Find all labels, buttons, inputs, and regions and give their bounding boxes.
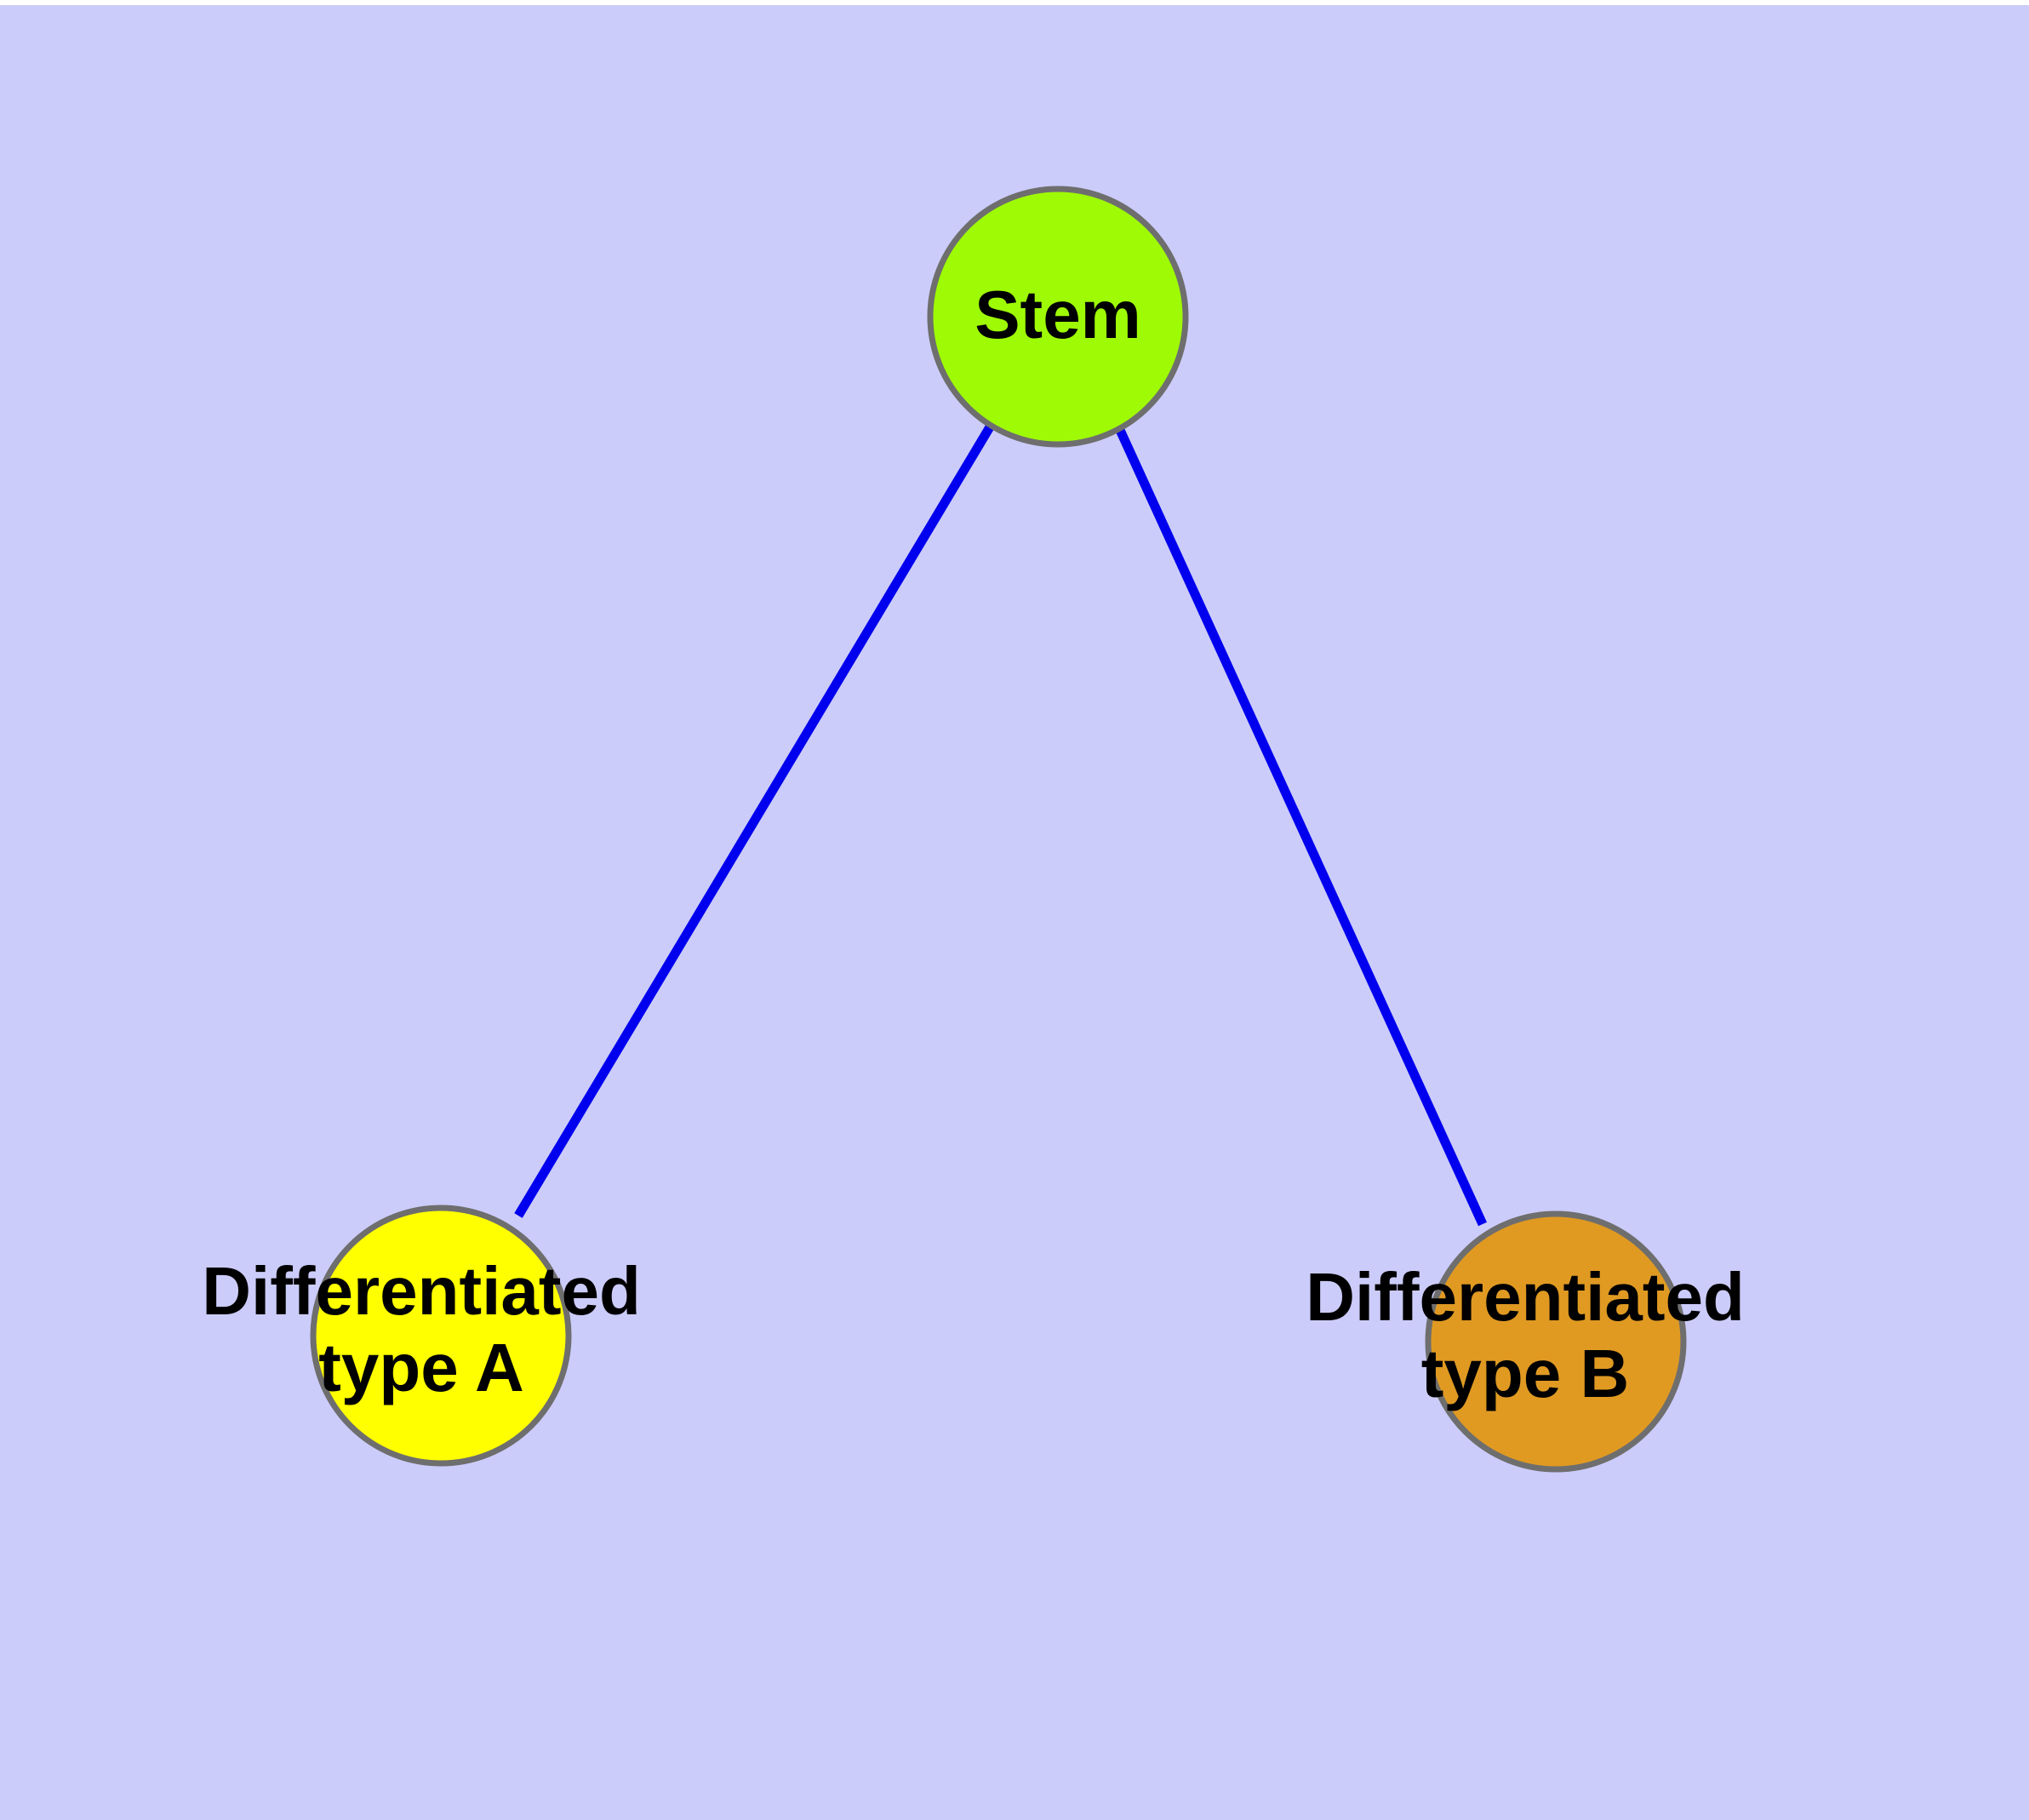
edges-layer	[514, 423, 1488, 1227]
node-label-line: Differentiated	[202, 1253, 641, 1329]
node-label-line: Stem	[974, 277, 1141, 352]
node-label-line: type A	[318, 1330, 524, 1405]
node-circle-diff-b[interactable]	[1425, 1210, 1687, 1473]
edge-stem-to-diff-b	[1114, 426, 1488, 1227]
node-stem[interactable]: Stem	[927, 186, 1189, 448]
node-label-line: type B	[1421, 1336, 1630, 1411]
node-circle-diff-a[interactable]	[310, 1205, 572, 1467]
node-circle-stem[interactable]	[927, 186, 1189, 448]
edge-stem-to-diff-a	[514, 423, 995, 1218]
node-label-stem: Stem	[974, 277, 1141, 352]
node-label-line: Differentiated	[1306, 1259, 1745, 1335]
